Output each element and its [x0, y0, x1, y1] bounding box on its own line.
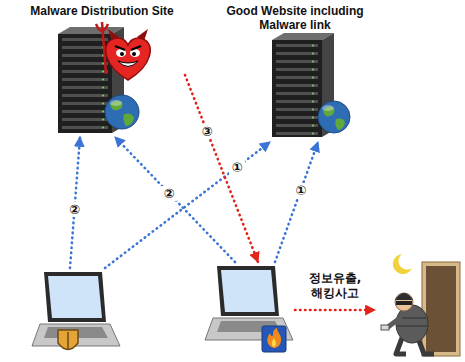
hacker-head	[395, 293, 413, 311]
laptop-screen-frame	[44, 272, 106, 322]
shield-stripe	[67, 332, 69, 349]
laptop-node	[30, 268, 120, 358]
laptop-icon	[205, 266, 293, 352]
globe-land	[335, 119, 345, 131]
dotted-arrow	[295, 309, 375, 312]
fire-icon-frame	[262, 326, 286, 352]
dotted-arrow	[275, 142, 318, 262]
hacker-arm	[388, 318, 400, 327]
server-node: Good Website including Malware link	[225, 2, 365, 142]
dotted-arrow	[185, 75, 258, 262]
server-slots	[272, 40, 322, 137]
hacker-cap	[395, 293, 413, 300]
globe-land	[123, 114, 134, 127]
devil-brow	[115, 46, 141, 50]
callout-number: ①	[229, 160, 244, 175]
globe-icon	[318, 101, 350, 133]
moon-icon	[393, 254, 412, 274]
hacker-node	[375, 250, 461, 358]
laptop-node	[205, 262, 295, 354]
server-icon	[272, 33, 350, 137]
node-title: Malware Distribution Site	[19, 2, 185, 18]
laptop-screen	[221, 270, 275, 312]
callout-number: ②	[161, 186, 176, 201]
dotted-arrow	[105, 142, 270, 268]
dotted-arrow	[115, 137, 235, 262]
laptop-screen	[48, 276, 102, 318]
devil-pupil	[120, 52, 124, 56]
server-node: Malware Distribution Site	[19, 2, 185, 137]
shield-icon	[58, 330, 78, 350]
laptop-icon	[32, 272, 120, 350]
callout-number: ③	[199, 124, 214, 139]
devil-pupil	[132, 52, 136, 56]
edge-note: 정보유출, 해킹사고	[301, 271, 369, 301]
devil-heart	[106, 38, 151, 80]
devil-mouth	[118, 61, 138, 67]
fire-core	[272, 338, 276, 347]
hacker-icon	[381, 254, 460, 356]
fire-icon	[267, 328, 281, 348]
hacker-mask	[396, 301, 412, 305]
laptop-screen-frame	[217, 266, 279, 316]
door-frame	[422, 262, 460, 356]
globe-shine	[322, 105, 334, 111]
callout-number: ②	[67, 202, 82, 217]
server-front	[272, 40, 322, 137]
node-title: Good Website including Malware link	[225, 2, 365, 32]
globe-land	[110, 100, 123, 110]
globe-icon	[105, 95, 139, 129]
callout-number: ①	[293, 183, 308, 198]
door-opening	[426, 266, 456, 352]
flashlight	[381, 325, 389, 330]
globe-shine	[110, 100, 122, 106]
devil-icon	[96, 22, 150, 80]
